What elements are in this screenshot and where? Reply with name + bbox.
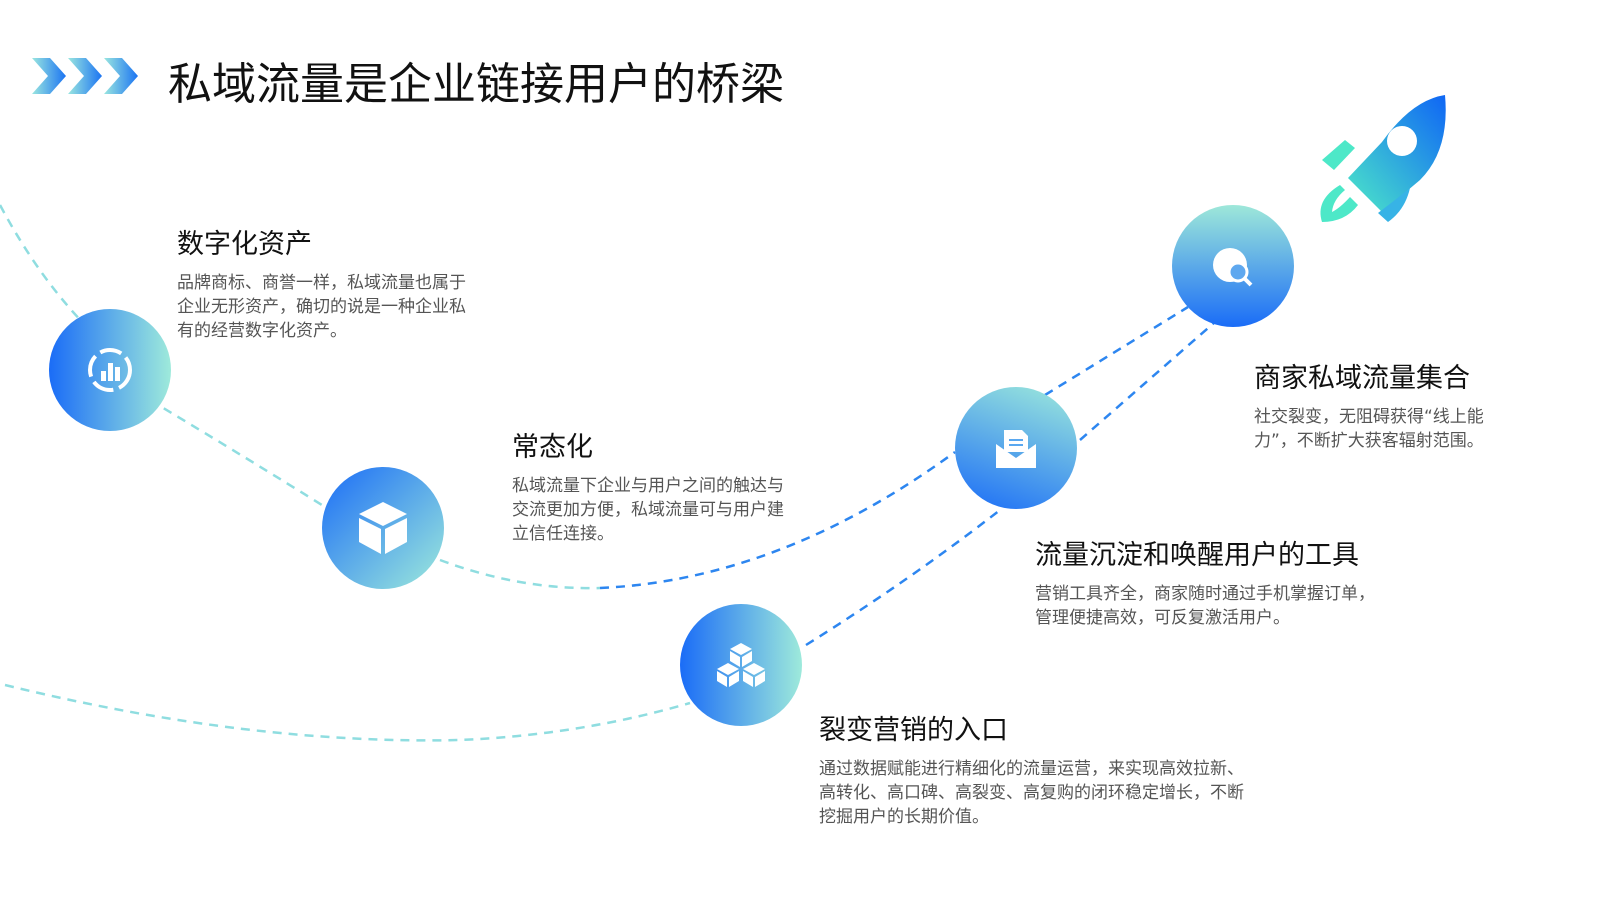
item-normalization: 常态化 私域流量下企业与用户之间的触达与交流更加方便，私域流量可与用户建立信任连…: [512, 425, 792, 546]
item-heading: 常态化: [512, 432, 593, 463]
item-heading: 数字化资产: [177, 229, 312, 260]
globe-search-icon: [1172, 205, 1294, 327]
path-upper-blue: [599, 305, 1189, 590]
item-traffic-collection: 商家私域流量集合 社交裂变，无阻碍获得“线上能力”，不断扩大获客辐射范围。: [1254, 356, 1524, 453]
path-upper-teal: [0, 204, 601, 590]
cube-icon: [322, 467, 444, 589]
page-title: 私域流量是企业链接用户的桥梁: [168, 59, 784, 110]
path-lower-teal: [4, 683, 691, 742]
item-retention-tool: 流量沉淀和唤醒用户的工具 营销工具齐全，商家随时通过手机掌握订单，管理便捷高效，…: [1035, 533, 1380, 630]
item-fission-entry: 裂变营销的入口 通过数据赋能进行精细化的流量运营，来实现高效拉新、高转化、高口碑…: [819, 708, 1259, 829]
mail-icon: [955, 387, 1077, 509]
item-text: 品牌商标、商誉一样，私域流量也属于企业无形资产，确切的说是一种企业私有的经营数字…: [177, 273, 466, 341]
item-heading: 裂变营销的入口: [819, 715, 1008, 746]
item-text: 私域流量下企业与用户之间的触达与交流更加方便，私域流量可与用户建立信任连接。: [512, 476, 784, 544]
bar-chart-icon: [49, 309, 171, 431]
item-text: 社交裂变，无阻碍获得“线上能力”，不断扩大获客辐射范围。: [1254, 407, 1484, 451]
path-lower-blue: [805, 321, 1216, 647]
item-text: 营销工具齐全，商家随时通过手机掌握订单，管理便捷高效，可反复激活用户。: [1035, 584, 1375, 628]
item-heading: 流量沉淀和唤醒用户的工具: [1035, 540, 1359, 571]
item-heading: 商家私域流量集合: [1254, 363, 1470, 394]
chevrons-icon: [32, 58, 138, 94]
item-text: 通过数据赋能进行精细化的流量运营，来实现高效拉新、高转化、高口碑、高裂变、高复购…: [819, 759, 1244, 827]
blocks-icon: [680, 604, 802, 726]
rocket-icon: [1320, 95, 1446, 222]
item-digital-assets: 数字化资产 品牌商标、商誉一样，私域流量也属于企业无形资产，确切的说是一种企业私…: [177, 222, 477, 343]
